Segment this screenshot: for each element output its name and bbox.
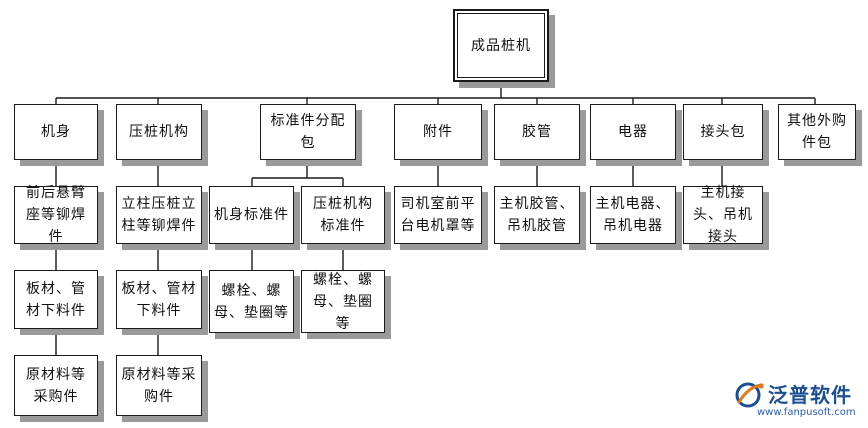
node-jishen: 机身 (14, 104, 98, 160)
node-jishen-weld: 前后悬臂座等铆焊件 (14, 185, 98, 245)
node-fujian: 附件 (394, 104, 482, 160)
node-qita: 其他外购件包 (778, 104, 856, 160)
node-jishen-purchase: 原材料等采购件 (14, 355, 98, 416)
node-dianqi: 电器 (590, 104, 676, 160)
fanpu-logo-icon (735, 382, 764, 408)
fanpu-logo: 泛普软件 www.fanpusoft.com (735, 379, 865, 425)
node-yazhuang-purchase: 原材料等采购件 (116, 355, 202, 416)
node-biaozhun-yazhuang-bolts: 螺栓、螺母、垫圈等 (301, 270, 385, 333)
node-jietou: 接头包 (683, 104, 763, 160)
node-yazhuang-cut: 板材、管材下料件 (116, 270, 202, 329)
node-root: 成品桩机 (453, 9, 549, 82)
node-biaozhun: 标准件分配包 (260, 104, 356, 160)
node-jiaoguan: 胶管 (494, 104, 580, 160)
node-biaozhun-jishen: 机身标准件 (209, 186, 294, 244)
node-jietou-items: 主机接头、吊机接头 (683, 185, 763, 245)
node-yazhuang: 压桩机构 (116, 104, 202, 160)
node-dianqi-items: 主机电器、吊机电器 (590, 186, 676, 244)
node-biaozhun-jishen-bolts: 螺栓、螺母、垫圈等 (209, 270, 294, 333)
node-jishen-cut: 板材、管材下料件 (14, 270, 98, 329)
fanpu-logo-name: 泛普软件 (768, 383, 852, 407)
fanpu-logo-url: www.fanpusoft.com (757, 407, 856, 418)
node-biaozhun-yazhuang: 压桩机构标准件 (301, 186, 385, 244)
node-jiaoguan-items: 主机胶管、吊机胶管 (494, 186, 580, 244)
node-fujian-items: 司机室前平台电机罩等 (394, 186, 482, 244)
node-yazhuang-weld: 立柱压桩立柱等铆焊件 (116, 186, 202, 244)
